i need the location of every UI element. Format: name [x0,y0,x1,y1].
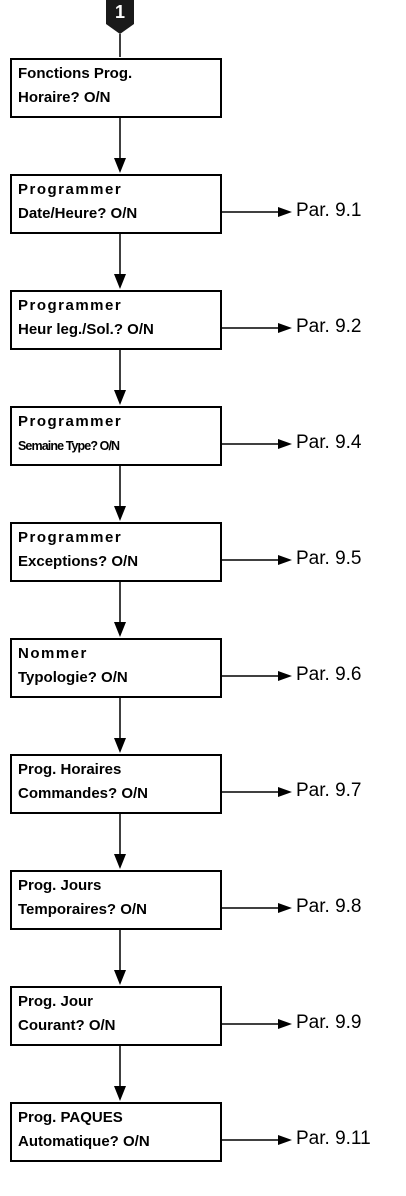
step-line-2: Automatique? O/N [18,1133,150,1150]
paragraph-reference: Par. 9.4 [296,432,362,453]
down-arrowhead [114,854,126,869]
paragraph-reference: Par. 9.1 [296,200,362,221]
step-box [10,174,222,234]
paragraph-reference: Par. 9.2 [296,316,362,337]
step-line-2: Date/Heure? O/N [18,205,138,222]
down-arrowhead [114,970,126,985]
step-line-1: Prog. PAQUES [18,1109,123,1126]
step-box [10,754,222,814]
down-arrowhead [114,506,126,521]
step-line-2: Horaire? O/N [18,89,111,106]
step-box [10,870,222,930]
ref-arrowhead [278,1019,292,1029]
step-line-1: Programmer [18,529,123,546]
down-arrowhead [114,274,126,289]
ref-arrowhead [278,323,292,333]
step-line-2: Typologie? O/N [18,669,128,686]
step-line-1: Nommer [18,645,88,662]
paragraph-reference: Par. 9.5 [296,548,362,569]
step-line-2: Commandes? O/N [18,785,149,802]
step-box [10,986,222,1046]
paragraph-reference: Par. 9.9 [296,1012,362,1033]
step-line-2: Exceptions? O/N [18,553,139,570]
step-line-1: Programmer [18,181,123,198]
down-arrowhead [114,622,126,637]
step-line-2: Temporaires? O/N [18,901,147,918]
paragraph-reference: Par. 9.11 [296,1128,371,1149]
step-box [10,522,222,582]
ref-arrowhead [278,555,292,565]
ref-arrowhead [278,787,292,797]
paragraph-reference: Par. 9.8 [296,896,362,917]
step-line-1: Fonctions Prog. [18,65,133,82]
step-line-2: Heur leg./Sol.? O/N [18,321,154,338]
ref-arrowhead [278,903,292,913]
step-box [10,290,222,350]
down-arrowhead [114,738,126,753]
step-line-1: Prog. Jour [18,993,94,1010]
paragraph-reference: Par. 9.7 [296,780,362,801]
start-badge-label: 1 [114,2,125,22]
step-line-1: Prog. Jours [18,877,102,894]
step-line-1: Programmer [18,413,123,430]
step-box [10,406,222,466]
down-arrowhead [114,1086,126,1101]
ref-arrowhead [278,207,292,217]
step-line-2: Courant? O/N [18,1017,116,1034]
ref-arrowhead [278,439,292,449]
paragraph-reference: Par. 9.6 [296,664,362,685]
ref-arrowhead [278,1135,292,1145]
step-box [10,58,222,118]
step-box [10,638,222,698]
step-line-2: Semaine Type? O/N [18,439,120,453]
down-arrowhead [114,390,126,405]
start-badge-shape [106,0,134,34]
step-line-1: Prog. Horaires [18,761,122,778]
down-arrowhead [114,158,126,173]
step-line-1: Programmer [18,297,123,314]
step-box [10,1102,222,1162]
ref-arrowhead [278,671,292,681]
